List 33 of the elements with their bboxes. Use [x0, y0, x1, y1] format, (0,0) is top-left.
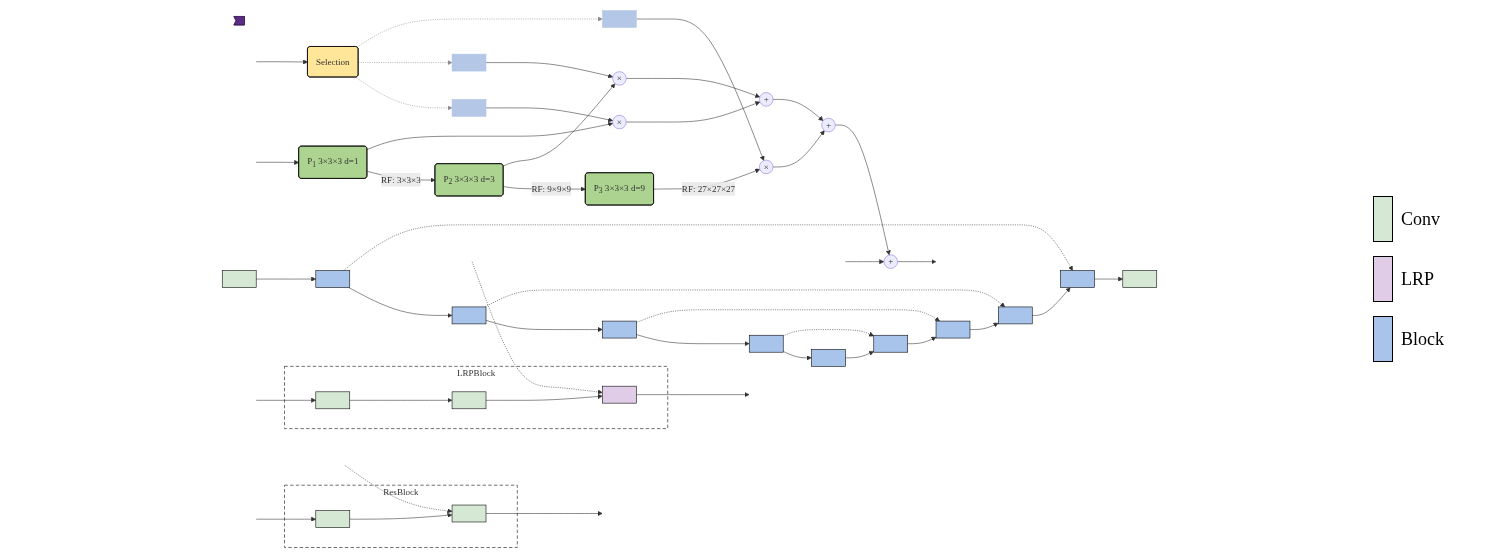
node-box	[1060, 270, 1095, 288]
node-box	[748, 334, 784, 353]
node-circle: ×	[759, 159, 774, 175]
node-box	[315, 391, 351, 410]
node-bar	[602, 10, 637, 28]
legend-label: LRP	[1401, 268, 1434, 290]
node-box	[451, 306, 487, 325]
node-circle: +	[759, 92, 774, 107]
node-box	[451, 391, 487, 410]
node-box	[221, 270, 257, 288]
node-box	[998, 306, 1033, 325]
node-box	[451, 504, 487, 523]
node-box	[935, 320, 971, 339]
legend-label: Conv	[1401, 208, 1440, 230]
legend-label: Block	[1401, 328, 1444, 350]
node-bar	[451, 99, 487, 117]
edge-label: RF: 27×27×27	[681, 183, 736, 194]
node-box	[315, 270, 351, 288]
node-bar	[451, 53, 487, 72]
cluster: ResBlock	[284, 484, 518, 548]
node-circle: +	[883, 254, 898, 269]
node-circle: +	[821, 117, 836, 133]
node-box	[1122, 270, 1158, 288]
node-box	[602, 385, 637, 404]
node-circle: ×	[612, 114, 627, 130]
node-box	[315, 510, 351, 528]
node-circle: ×	[612, 71, 627, 86]
node-box	[873, 334, 908, 353]
node-box	[811, 349, 846, 367]
edge-label: RF: 3×3×3	[381, 174, 421, 185]
edge-label: RF: 9×9×9	[531, 183, 572, 194]
node-box	[602, 320, 637, 339]
cluster: LRPBlock	[284, 366, 668, 429]
